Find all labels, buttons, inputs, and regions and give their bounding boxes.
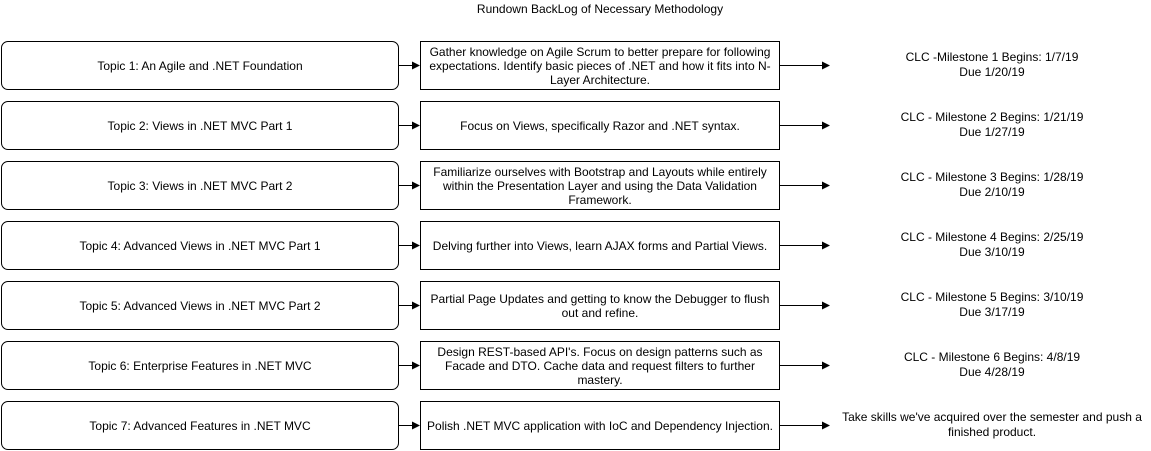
topic-box-5: Topic 5: Advanced Views in .NET MVC Part… xyxy=(1,281,399,330)
topic-box-3: Topic 3: Views in .NET MVC Part 2 xyxy=(1,161,399,210)
milestone-begins-2: CLC - Milestone 2 Begins: 1/21/19 xyxy=(900,110,1084,124)
milestone-begins-5: CLC - Milestone 5 Begins: 3/10/19 xyxy=(900,290,1084,304)
diagram-title: Rundown BackLog of Necessary Methodology xyxy=(476,2,724,16)
description-box-2: Focus on Views, specifically Razor and .… xyxy=(420,101,780,150)
topic-box-1: Topic 1: An Agile and .NET Foundation xyxy=(1,41,399,90)
milestone-label-3: CLC - Milestone 3 Begins: 1/28/19 Due 2/… xyxy=(842,170,1142,200)
description-box-6: Design REST-based API's. Focus on design… xyxy=(420,341,780,390)
milestone-begins-4: CLC - Milestone 4 Begins: 2/25/19 xyxy=(900,230,1084,244)
milestone-due-4: Due 3/10/19 xyxy=(959,245,1025,259)
topic-box-6: Topic 6: Enterprise Features in .NET MVC xyxy=(1,341,399,390)
milestone-label-6: CLC - Milestone 6 Begins: 4/8/19 Due 4/2… xyxy=(842,350,1142,380)
milestone-due-1: Due 1/20/19 xyxy=(959,65,1025,79)
milestone-begins-1: CLC -Milestone 1 Begins: 1/7/19 xyxy=(905,50,1079,64)
milestone-due-5: Due 3/17/19 xyxy=(959,305,1025,319)
description-box-1: Gather knowledge on Agile Scrum to bette… xyxy=(420,41,780,90)
milestone-label-5: CLC - Milestone 5 Begins: 3/10/19 Due 3/… xyxy=(842,290,1142,320)
milestone-label-1: CLC -Milestone 1 Begins: 1/7/19 Due 1/20… xyxy=(842,50,1142,80)
milestone-due-2: Due 1/27/19 xyxy=(959,125,1025,139)
milestone-label-2: CLC - Milestone 2 Begins: 1/21/19 Due 1/… xyxy=(842,110,1142,140)
milestone-label-4: CLC - Milestone 4 Begins: 2/25/19 Due 3/… xyxy=(842,230,1142,260)
final-goal-label: Take skills we've acquired over the seme… xyxy=(842,410,1142,439)
topic-box-4: Topic 4: Advanced Views in .NET MVC Part… xyxy=(1,221,399,270)
description-box-3: Familiarize ourselves with Bootstrap and… xyxy=(420,161,780,210)
description-box-7: Polish .NET MVC application with IoC and… xyxy=(420,401,780,450)
description-box-5: Partial Page Updates and getting to know… xyxy=(420,281,780,330)
milestone-begins-6: CLC - Milestone 6 Begins: 4/8/19 xyxy=(903,350,1081,364)
milestone-due-6: Due 4/28/19 xyxy=(959,365,1025,379)
topic-box-2: Topic 2: Views in .NET MVC Part 1 xyxy=(1,101,399,150)
topic-box-7: Topic 7: Advanced Features in .NET MVC xyxy=(1,401,399,450)
milestone-begins-3: CLC - Milestone 3 Begins: 1/28/19 xyxy=(900,170,1084,184)
milestone-due-3: Due 2/10/19 xyxy=(959,185,1025,199)
description-box-4: Delving further into Views, learn AJAX f… xyxy=(420,221,780,270)
